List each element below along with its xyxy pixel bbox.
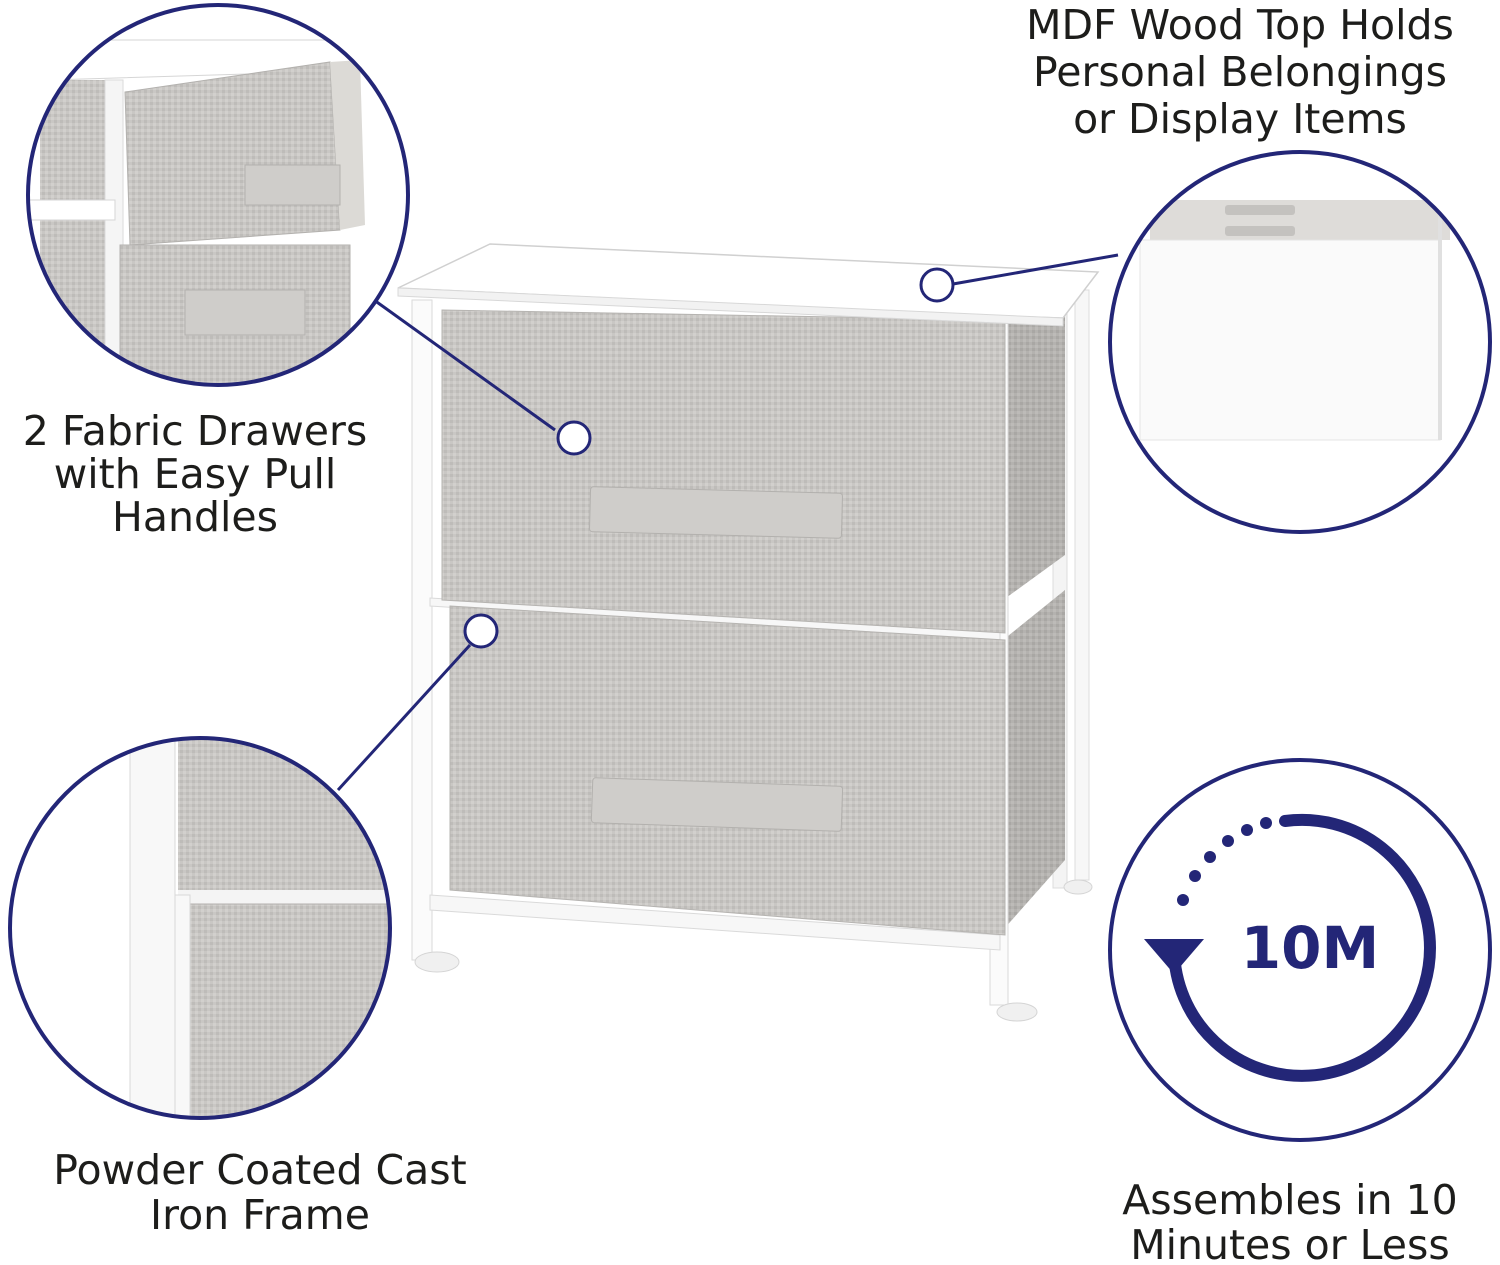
caption-line: or Display Items [1073,95,1407,143]
timer-dot [1260,817,1272,829]
drawer-side-top [1003,300,1065,600]
timer-dot [1222,835,1234,847]
timer-label: 10M [1240,914,1380,982]
connector-frame [336,643,472,792]
caption-line: Iron Frame [150,1191,370,1239]
frame-leg-right [1074,289,1090,881]
caption-line: 2 Fabric Drawers [22,407,368,455]
caption-fabric-drawers: 2 Fabric Drawers with Easy Pull Handles [0,410,390,539]
foot [1063,879,1093,895]
caption-iron-frame: Powder Coated Cast Iron Frame [0,1148,520,1238]
nightstand [397,243,1100,1022]
top-drawer-front [441,309,1006,634]
zoom-circle-top [1108,150,1492,534]
timer-dot [1241,824,1253,836]
caption-line: MDF Wood Top Holds [1026,1,1454,49]
drawer-side-bottom [1003,590,1065,930]
caption-line: Minutes or Less [1130,1221,1450,1265]
caption-line: Assembles in 10 [1122,1176,1458,1224]
bottom-drawer-front [449,605,1006,936]
caption-line: Handles [112,493,278,541]
foot [414,951,460,973]
callout-connectors [336,253,1119,792]
timer-arc [1168,813,1436,1082]
caption-line: Personal Belongings [1033,48,1447,96]
top-drawer-handle [589,486,843,539]
timer-arrowhead [1144,939,1204,974]
connector-drawers [373,298,556,432]
timer-dot [1204,851,1216,863]
connector-top [952,253,1119,286]
caption-assembly-time: Assembles in 10 Minutes or Less [1100,1178,1480,1265]
zoom-circle-drawers [26,3,410,387]
timer-dot [1189,870,1201,882]
frame-leg-front-left [411,299,433,961]
caption-line: Powder Coated Cast [53,1146,467,1194]
hotspot-dot-top [919,267,955,303]
hotspot-dot-frame [463,613,499,649]
clock-arrow-icon [1108,758,1492,1142]
caption-mdf-top: MDF Wood Top Holds Personal Belongings o… [960,2,1500,143]
zoom-circle-frame [8,736,392,1120]
frame-bottom-rail [429,894,1001,951]
timer-dot [1177,894,1189,906]
hotspot-dot-drawers [556,420,592,456]
bottom-drawer-handle [590,777,844,832]
mdf-top-edge [397,287,1064,327]
caption-line: with Easy Pull [53,450,337,498]
foot [996,1002,1038,1022]
